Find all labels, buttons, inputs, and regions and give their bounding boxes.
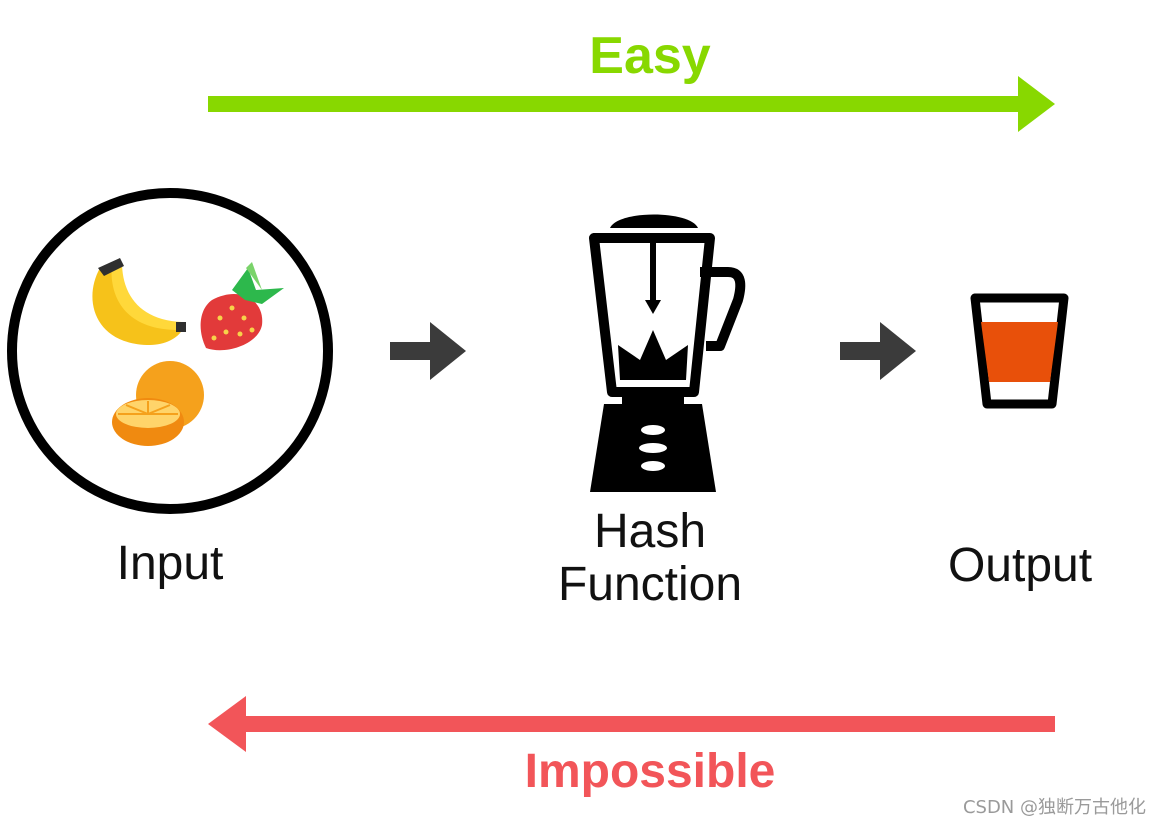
easy-arrow (208, 76, 1055, 132)
watermark: CSDN @独断万古他化 (962, 797, 1146, 818)
flow-arrow-2 (840, 322, 916, 380)
input-circle (7, 188, 333, 514)
output-label: Output (947, 539, 1093, 592)
blender-icon (589, 214, 746, 492)
strawberry-icon (200, 262, 284, 351)
impossible-label: Impossible (524, 745, 776, 798)
orange-icon (112, 361, 204, 446)
juice-glass-icon (970, 293, 1069, 409)
easy-label: Easy (589, 27, 711, 85)
banana-icon (92, 258, 186, 345)
hash-function-label: Hash Function (500, 505, 800, 612)
flow-arrow-1 (390, 322, 466, 380)
input-label: Input (116, 537, 224, 590)
hash-function-label-line2: Function (557, 557, 743, 611)
hash-function-label-line1: Hash (593, 505, 707, 558)
impossible-arrow (208, 696, 1055, 752)
